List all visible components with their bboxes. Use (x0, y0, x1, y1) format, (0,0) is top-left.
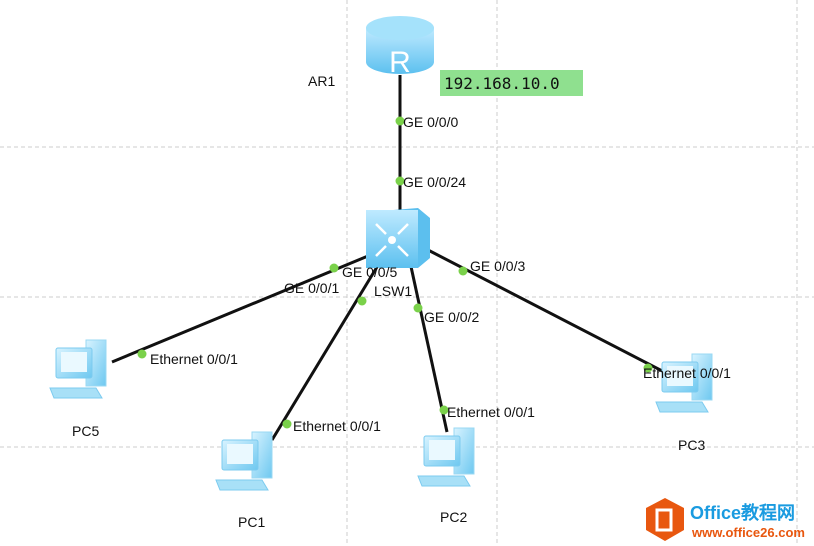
pc2-icon (417, 427, 475, 487)
port-label: GE 0/0/5 (342, 264, 397, 280)
port-label: Ethernet 0/0/1 (643, 365, 731, 381)
pc1-icon (215, 431, 273, 491)
svg-text:www.office26.com: www.office26.com (691, 525, 805, 540)
port-label: GE 0/0/3 (470, 258, 525, 274)
port-label: Ethernet 0/0/1 (150, 351, 238, 367)
pc5-label: PC5 (72, 423, 99, 439)
svg-text:R: R (389, 46, 411, 79)
link-lsw1-pc5 (111, 254, 369, 364)
link-lsw1-pc3 (427, 248, 671, 377)
svg-text:Office教程网: Office教程网 (690, 502, 795, 523)
links (111, 75, 671, 441)
port-label: GE 0/0/1 (284, 280, 339, 296)
pc3-label: PC3 (678, 437, 705, 453)
port-label: GE 0/0/0 (403, 114, 458, 130)
pc1-label: PC1 (238, 514, 265, 530)
link-lsw1-pc1 (270, 261, 382, 441)
port-label: GE 0/0/24 (403, 174, 466, 190)
pc3-icon (655, 353, 713, 413)
pc2-label: PC2 (440, 509, 467, 525)
link-lsw1-pc2 (408, 261, 449, 433)
router-label: AR1 (308, 73, 335, 89)
router-icon: R (366, 16, 434, 79)
watermark-logo: Office教程网 www.office26.com (646, 498, 805, 541)
switch-label: LSW1 (374, 283, 412, 299)
switch-icon (366, 208, 430, 268)
ip-annotation: 192.168.10.0 (444, 74, 560, 93)
port-label: Ethernet 0/0/1 (447, 404, 535, 420)
pc5-icon (49, 339, 107, 399)
ip-annotation-bg (440, 70, 583, 96)
port-dots (137, 116, 653, 429)
port-label: Ethernet 0/0/1 (293, 418, 381, 434)
port-label: GE 0/0/2 (424, 309, 479, 325)
